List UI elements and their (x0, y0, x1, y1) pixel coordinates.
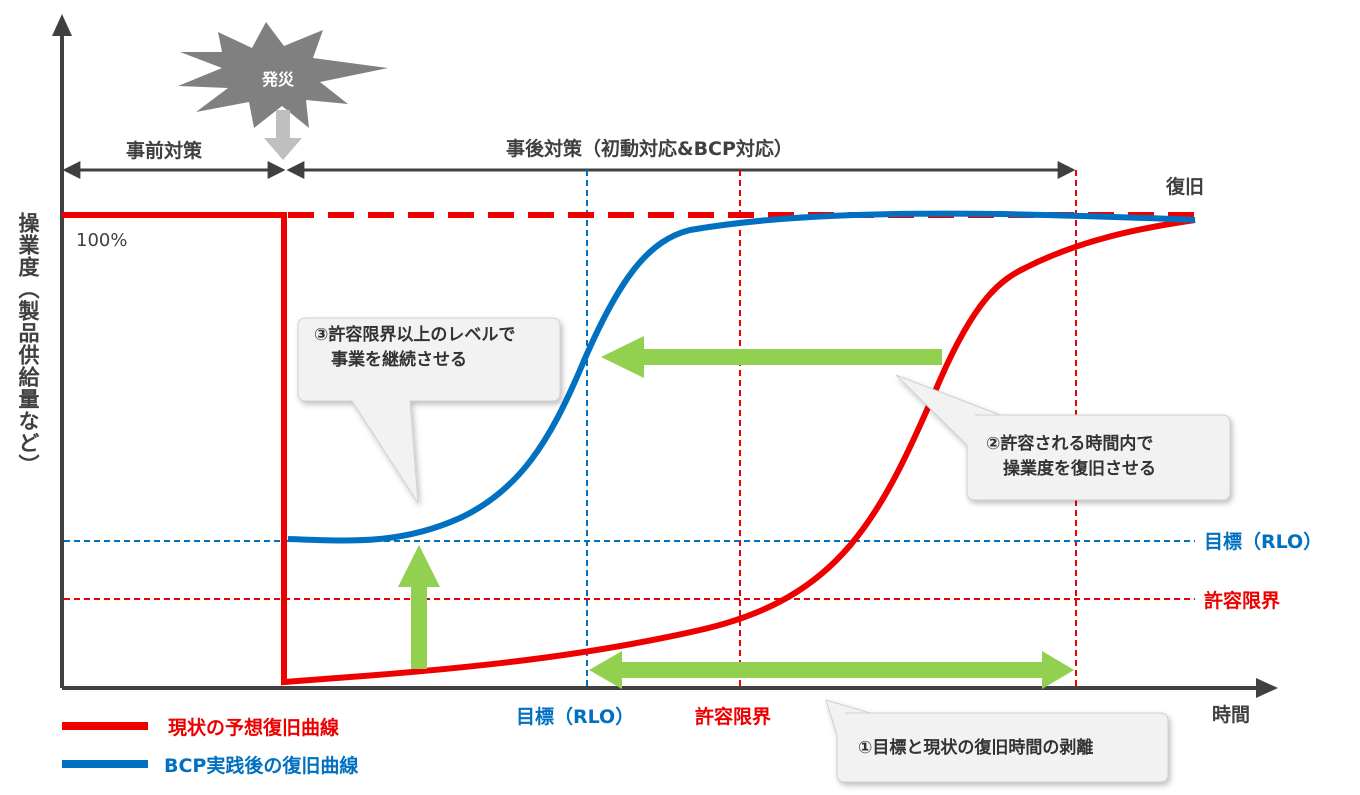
disaster-burst-shape (178, 22, 388, 128)
hundred-percent-label: 100% (76, 230, 128, 251)
current-recovery-curve (62, 212, 1196, 686)
limit-level-label: 許容限界 (1204, 590, 1281, 612)
recovery-label: 復旧 (1166, 176, 1205, 198)
limit-time-label: 許容限界 (695, 706, 772, 728)
disaster-down-arrow (264, 110, 302, 160)
disaster-label: 発災 (262, 70, 295, 89)
callout-1-text: ①目標と現状の復旧時間の剥離 (858, 738, 1094, 758)
green-arrow-double (589, 651, 1074, 689)
target-time-label: 目標（RLO） (516, 706, 635, 728)
callout-2-bubble (895, 374, 1231, 501)
x-axis-arrowhead (1256, 678, 1278, 698)
y-axis-arrowhead (52, 14, 72, 36)
green-arrow-up (398, 545, 440, 669)
target-level-label: 目標（RLO） (1204, 531, 1323, 553)
bcp-recovery-curve (287, 210, 1196, 544)
green-arrow-left (601, 336, 942, 378)
legend-current-label: 現状の予想復旧曲線 (168, 717, 340, 739)
x-axis-label: 時間 (1212, 704, 1251, 726)
callout-1-bubble (825, 699, 1169, 783)
callout-3-bubble (297, 317, 561, 504)
y-axis-label: 操業度（製品供給量など） (16, 212, 40, 476)
callout-2-text: ②許容される時間内で 操業度を復旧させる (986, 434, 1156, 479)
legend-bcp-label: BCP実践後の復旧曲線 (164, 755, 359, 777)
callout-3-text: ③許容限界以上のレベルで 事業を継続させる (314, 325, 516, 370)
phase-before-label: 事前対策 (126, 140, 203, 162)
phase-after-label: 事後対策（初動対応&BCP対応） (506, 138, 793, 160)
